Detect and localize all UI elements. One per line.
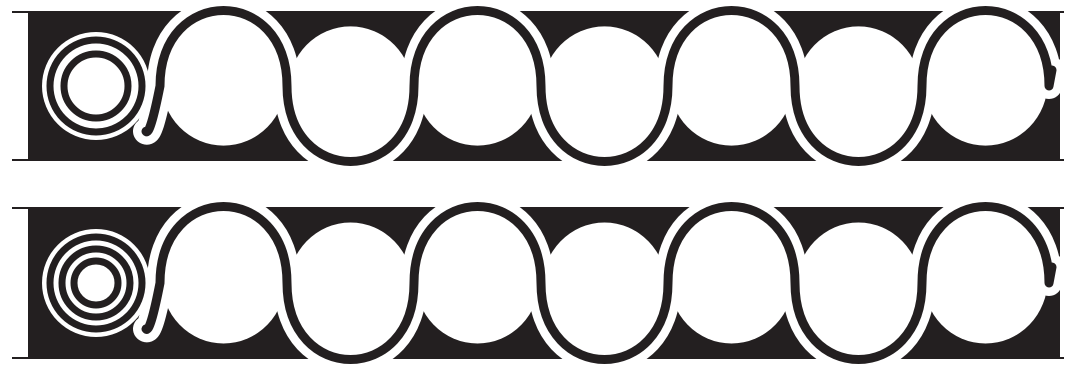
spiral-disc	[42, 32, 150, 140]
frieze-band-1	[12, 11, 1064, 162]
frieze-band-2	[12, 207, 1064, 360]
spiral-disc	[42, 229, 150, 337]
